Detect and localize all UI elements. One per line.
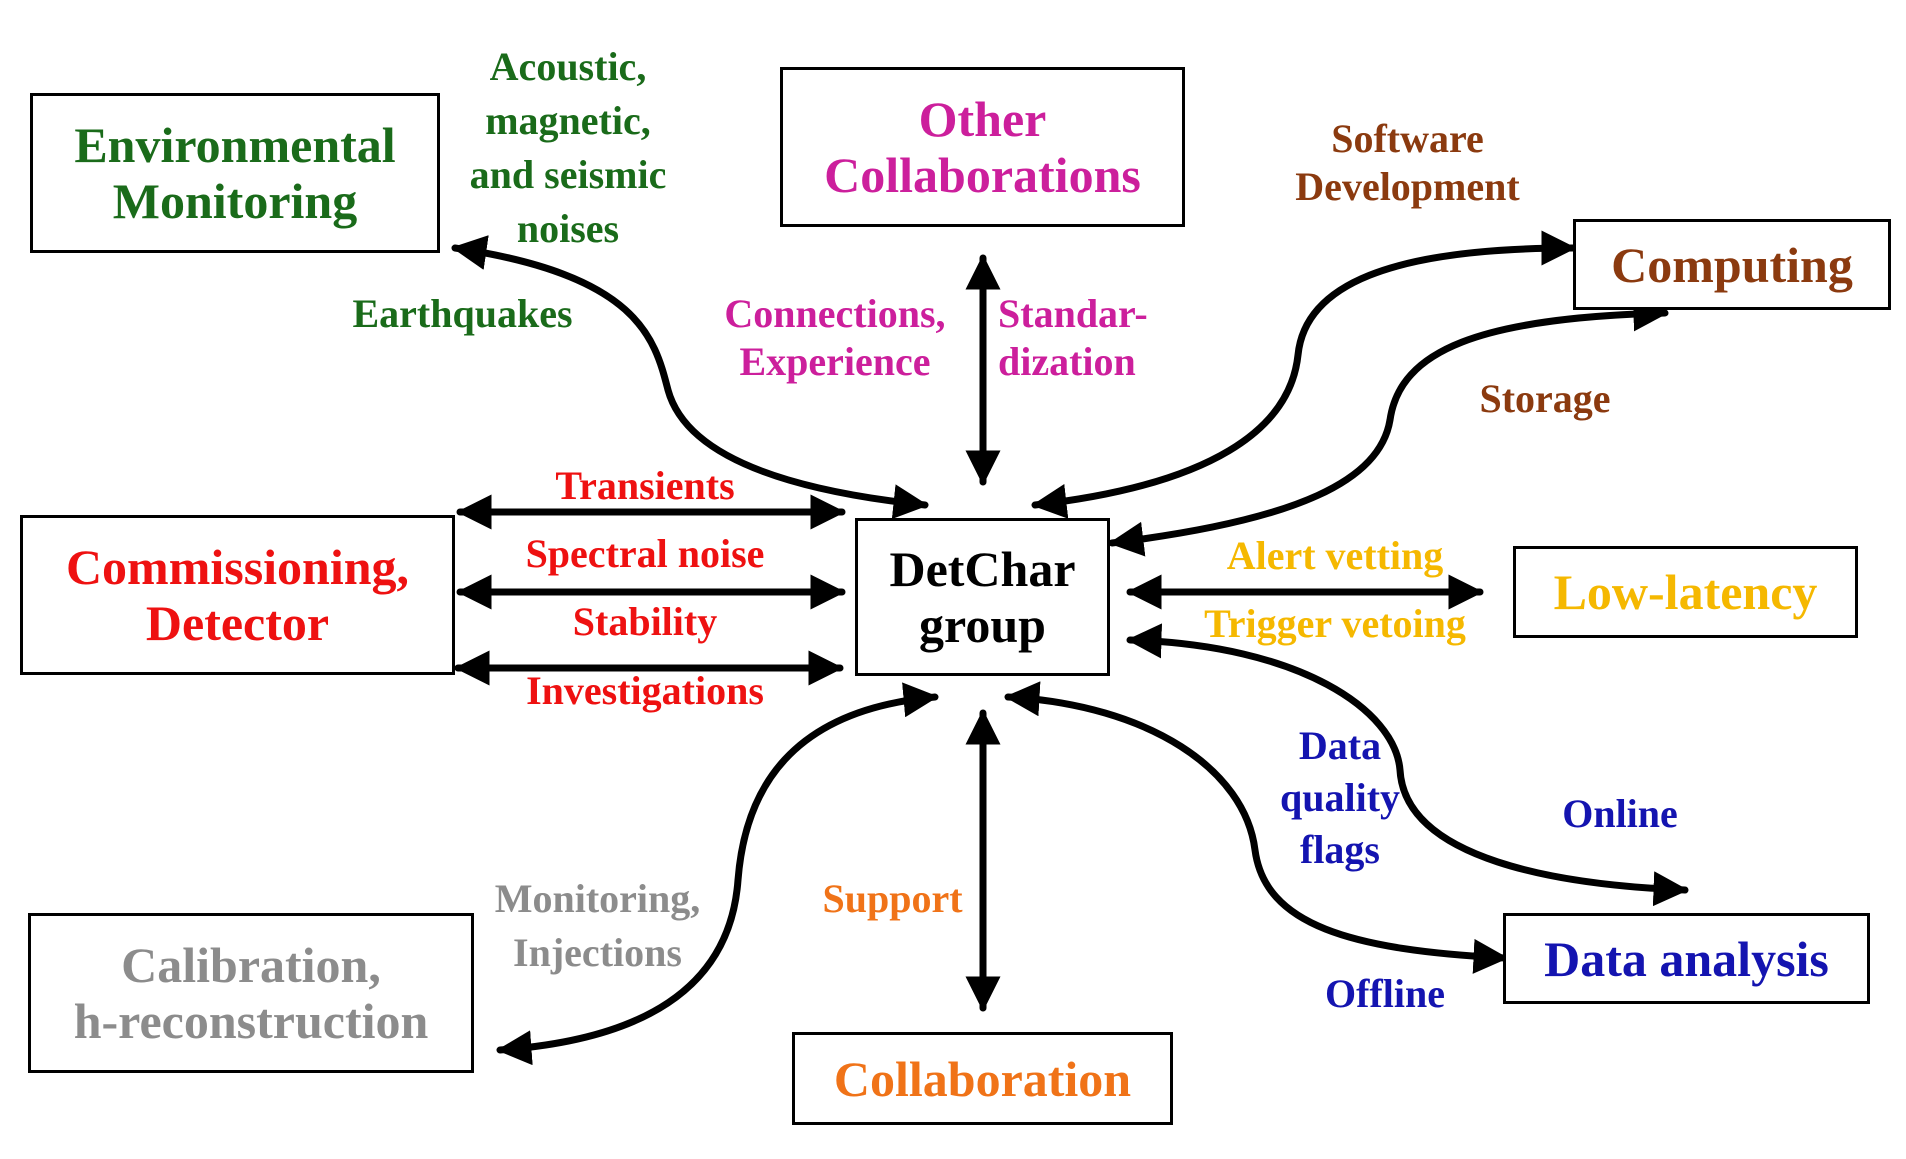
monitoring-injections-line-1: Monitoring, — [494, 876, 701, 921]
connections-experience-line-2: Experience — [739, 339, 931, 384]
data-quality-flags-line-1: Data — [1298, 723, 1382, 768]
software-development-line-1: Software — [1331, 116, 1484, 161]
standardization-line-2: dization — [998, 339, 1136, 384]
storage-label: Storage — [1460, 375, 1630, 423]
storage-line-1: Storage — [1479, 376, 1611, 421]
computing-line-1: Computing — [1611, 236, 1853, 293]
trigger-vetoing-line-1: Trigger vetoing — [1204, 601, 1466, 646]
transients-label: Transients — [510, 462, 780, 510]
support-label: Support — [800, 875, 985, 923]
commissioning-detector-line-1: Commissioning, — [65, 539, 410, 595]
arrow-offline — [1004, 681, 1509, 974]
transients-line-1: Transients — [555, 463, 735, 508]
offline-label: Offline — [1300, 970, 1470, 1018]
data-analysis-line-1: Data analysis — [1544, 930, 1829, 987]
environmental-monitoring-line-1: Environmental — [74, 117, 396, 173]
collaboration-line-1: Collaboration — [833, 1050, 1132, 1107]
arrow-storage — [1108, 296, 1669, 557]
acoustic-noises-line-3: and seismic — [469, 152, 667, 197]
data-quality-flags-line-3: flags — [1300, 827, 1380, 872]
detchar-group-line-2: group — [919, 597, 1046, 653]
earthquakes-line-1: Earthquakes — [352, 291, 573, 336]
acoustic-noises-label: Acoustic, magnetic, and seismic noises — [448, 40, 688, 256]
acoustic-noises-line-4: noises — [516, 206, 620, 251]
connections-experience-label: Connections,Experience — [705, 290, 965, 386]
monitoring-injections-line-2: Injections — [513, 930, 682, 975]
data-analysis-box: Data analysis — [1503, 913, 1870, 1004]
data-quality-flags-label: Data quality flags — [1240, 720, 1440, 876]
online-label: Online — [1535, 790, 1705, 838]
online-line-1: Online — [1562, 791, 1678, 836]
support-line-1: Support — [822, 876, 963, 921]
earthquakes-label: Earthquakes — [325, 290, 600, 338]
calibration-line-2: h-reconstruction — [73, 993, 429, 1049]
other-collaborations-line-1: Other — [918, 91, 1047, 147]
stability-line-1: Stability — [572, 599, 718, 644]
calibration-box: Calibration,h-reconstruction — [28, 913, 474, 1073]
stability-label: Stability — [520, 598, 770, 646]
alert-vetting-line-1: Alert vetting — [1226, 533, 1444, 578]
environmental-monitoring-line-2: Monitoring — [112, 173, 358, 229]
spectral-noise-label: Spectral noise — [490, 530, 800, 578]
monitoring-injections-label: Monitoring, Injections — [470, 872, 725, 980]
acoustic-noises-line-2: magnetic, — [485, 98, 651, 143]
acoustic-noises-line-1: Acoustic, — [489, 44, 647, 89]
low-latency-box: Low-latency — [1513, 546, 1858, 638]
standardization-label: Standar-dization — [998, 290, 1173, 386]
low-latency-line-1: Low-latency — [1553, 564, 1818, 620]
alert-vetting-label: Alert vetting — [1185, 532, 1485, 580]
trigger-vetoing-label: Trigger vetoing — [1165, 600, 1505, 648]
commissioning-detector-line-2: Detector — [145, 595, 330, 651]
spectral-noise-line-1: Spectral noise — [525, 531, 765, 576]
computing-box: Computing — [1573, 219, 1891, 310]
data-quality-flags-line-2: quality — [1279, 775, 1401, 820]
commissioning-detector-box: Commissioning,Detector — [20, 515, 455, 675]
standardization-line-1: Standar- — [998, 291, 1148, 336]
connections-experience-line-1: Connections, — [724, 291, 946, 336]
arrow-calibration — [496, 682, 939, 1066]
calibration-line-1: Calibration, — [121, 937, 381, 993]
investigations-label: Investigations — [490, 667, 800, 715]
detchar-group-line-1: DetChar — [889, 541, 1076, 597]
offline-line-1: Offline — [1325, 971, 1445, 1016]
other-collaborations-line-2: Collaborations — [824, 147, 1141, 203]
arrow-environmental — [451, 235, 929, 520]
investigations-line-1: Investigations — [526, 668, 764, 713]
software-development-line-2: Development — [1295, 164, 1520, 209]
collaboration-box: Collaboration — [792, 1032, 1173, 1125]
